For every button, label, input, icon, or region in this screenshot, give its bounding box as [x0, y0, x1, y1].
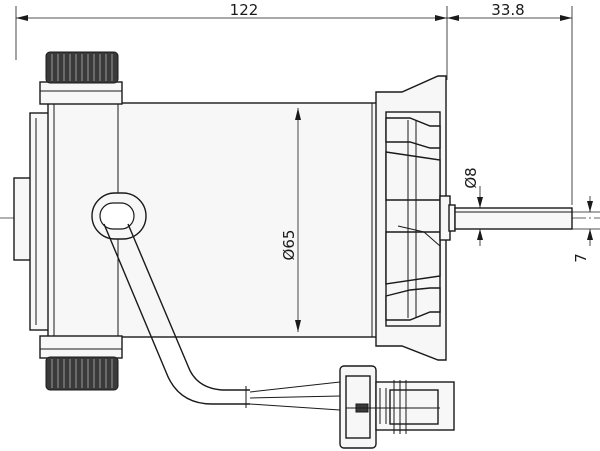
motor-shaft — [454, 207, 573, 230]
shaft-length-label: 33.8 — [491, 1, 524, 19]
shaft-length-dimension: 33.8 — [447, 1, 573, 205]
cable-connector — [339, 365, 455, 449]
cable-grommet — [91, 192, 147, 240]
power-cable — [103, 223, 341, 411]
rear-end-cap — [13, 112, 51, 331]
body-diameter-dimension: Ø65 — [280, 108, 301, 332]
bottom-knurled-nut — [39, 335, 123, 391]
shaft-flat-label: 7 — [572, 253, 590, 263]
overall-length-label: 122 — [230, 1, 259, 19]
shaft-diameter-label: Ø8 — [462, 167, 480, 188]
top-knurled-nut — [39, 51, 123, 105]
shaft-diameter-dimension: Ø8 — [462, 167, 483, 246]
shaft-flat-dimension: 7 — [572, 196, 600, 263]
front-flange — [375, 75, 456, 361]
body-diameter-label: Ø65 — [280, 230, 298, 261]
